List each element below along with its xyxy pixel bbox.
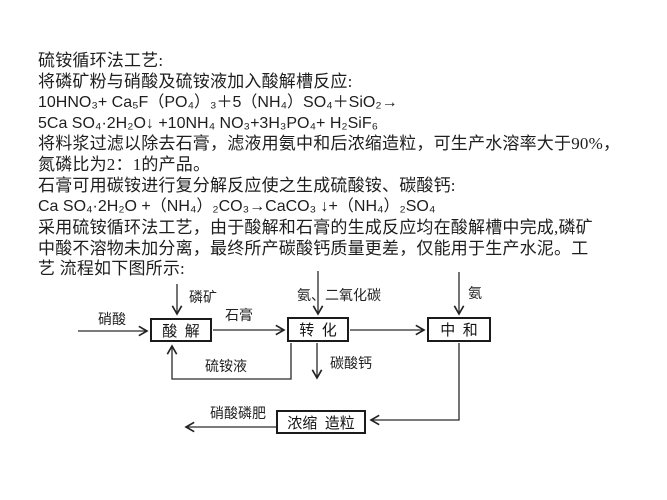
label-ammonia: 氨 [468, 287, 482, 302]
equation-acidolysis-products: 5Ca SO₄·2H₂O↓ +10NH₄ NO₃+3H₃PO₄+ H₂SiF₆ [38, 114, 379, 132]
doc-line-ratio: 氮磷比为2：1的产品。 [38, 155, 211, 175]
label-nitrophosphate-product: 硝酸磷肥 [210, 407, 266, 422]
process-box-acidolysis: 酸 解 [150, 318, 212, 342]
doc-line-process-1: 采用硫铵循环法工艺，由于酸解和石膏的生成反应均在酸解槽中完成,磷矿 [38, 217, 593, 237]
process-box-conversion: 转 化 [287, 317, 349, 342]
label-phosphate-ore: 磷矿 [189, 291, 217, 306]
document-text: 硫铵循环法工艺: 将磷矿粉与硝酸及硫铵液加入酸解槽反应: 10HNO₃+ Ca₅… [38, 51, 663, 280]
label-calcium-carbonate: 碳酸钙 [330, 357, 372, 372]
doc-line-intro: 将磷矿粉与硝酸及硫铵液加入酸解槽反应: [38, 71, 353, 91]
label-gypsum: 石膏 [225, 309, 253, 324]
doc-line-gypsum: 石膏可用碳铵进行复分解反应使之生成硫酸铵、碳酸钙: [38, 176, 456, 196]
label-ammonium-sulfate-liquor: 硫铵液 [205, 360, 247, 375]
arrow-neutralization-to-concentration [369, 343, 460, 426]
process-box-concentration-granulation: 浓缩 造粒 [276, 410, 366, 434]
equation-acidolysis-reactants: 10HNO₃+ Ca₅F（PO₄）₃＋5（NH₄）SO₄＋SiO₂→ [38, 93, 398, 111]
doc-line-process-3: 艺 流程如下图所示: [38, 259, 185, 279]
label-ammonia-co2: 氨、二氧化碳 [297, 289, 381, 304]
label-nitric-acid: 硝酸 [98, 313, 126, 328]
doc-line-process-2: 中酸不溶物未加分离，最终所产碳酸钙质量更差，仅能用于生产水泥。工 [38, 238, 589, 258]
process-box-neutralization: 中 和 [427, 317, 491, 342]
doc-line-filtering: 将料浆过滤以除去石膏，滤液用氨中和后浓缩造粒，可生产水溶率大于90%， [38, 134, 621, 154]
equation-metathesis: Ca SO₄·2H₂O +（NH₄）₂CO₃→CaCO₃ ↓+（NH₄）₂SO₄ [38, 197, 436, 215]
doc-line-title: 硫铵循环法工艺: [38, 51, 164, 70]
